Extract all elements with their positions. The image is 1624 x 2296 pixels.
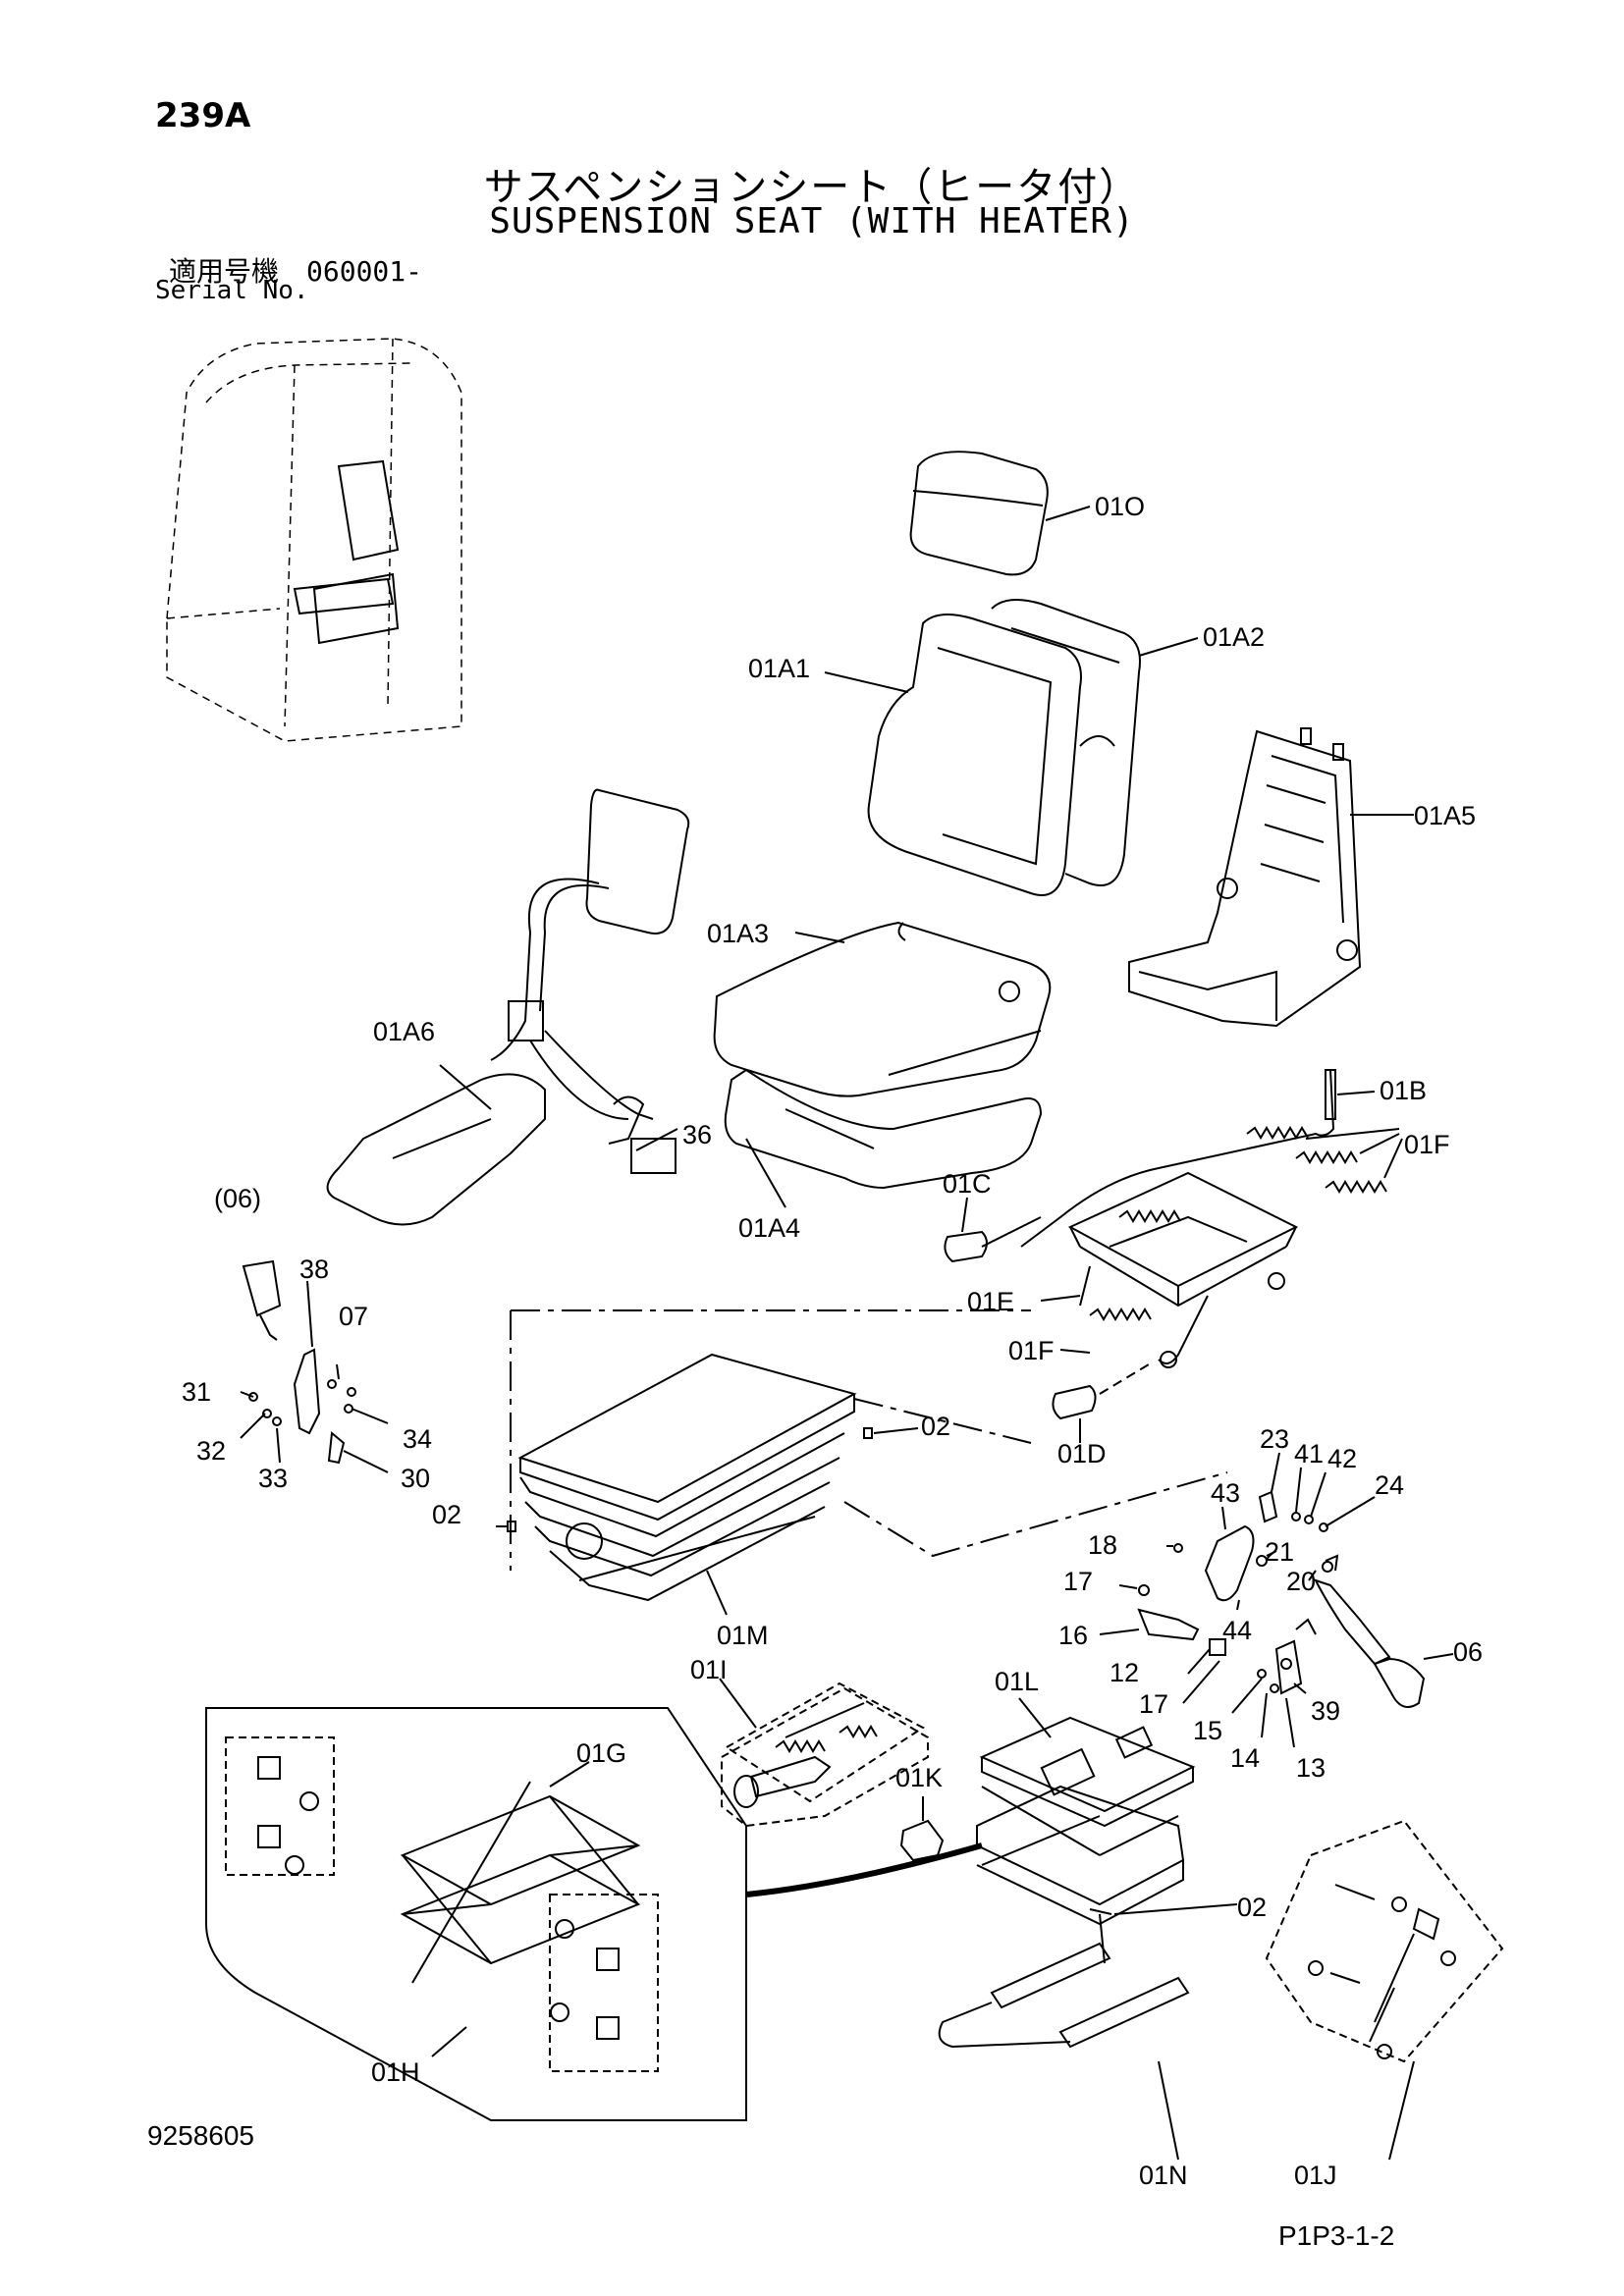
- seat-frame: [1128, 727, 1362, 1028]
- callout-34: 34: [403, 1424, 432, 1454]
- bracket-01K: [899, 1819, 945, 1862]
- callout-18: 18: [1088, 1530, 1117, 1560]
- detail-panel: [205, 1707, 747, 2121]
- callout-01F-upper: 01F: [1404, 1130, 1450, 1159]
- callout-01O: 01O: [1095, 492, 1145, 521]
- gas-spring-01J: [1265, 1819, 1504, 2063]
- callout-01A3: 01A3: [707, 919, 769, 948]
- callout-01F-lower: 01F: [1008, 1336, 1055, 1365]
- callout-13: 13: [1296, 1753, 1326, 1783]
- stay-plate-16: [1137, 1584, 1200, 1641]
- callout-01A1: 01A1: [748, 654, 810, 683]
- lever-handle-01C: [944, 1216, 1042, 1263]
- title-japanese: サスペンションシート（ヒータ付）: [483, 165, 1141, 210]
- slide-rail-frame: [1067, 1171, 1299, 1368]
- seat-cushion-top: [713, 921, 1052, 1097]
- callout-42: 42: [1327, 1444, 1357, 1473]
- callout-01N: 01N: [1139, 2161, 1188, 2190]
- callout-01B: 01B: [1380, 1076, 1427, 1105]
- callout-01D: 01D: [1057, 1439, 1107, 1468]
- callout-06: 06: [1453, 1637, 1483, 1667]
- belt-bracket-38: [293, 1348, 321, 1435]
- callout-labels: 01O 01A1 01A2 01A5 01A3 01A6 01B 36 01F …: [182, 492, 1483, 2190]
- backrest-cushion-rear: [991, 599, 1141, 886]
- callout-12: 12: [1110, 1658, 1139, 1687]
- callout-01M: 01M: [717, 1621, 769, 1650]
- callout-15: 15: [1193, 1716, 1222, 1745]
- seat-heater-pad: [326, 788, 690, 1226]
- backrest-cushion-front: [867, 614, 1082, 896]
- callout-01L: 01L: [995, 1667, 1039, 1696]
- callout-01C: 01C: [943, 1169, 992, 1199]
- seat-cushion-base: [724, 1068, 1043, 1190]
- callout-02-lower: 02: [1237, 1893, 1267, 1922]
- callout-21: 21: [1265, 1537, 1294, 1567]
- cab-location-thumbnail: [166, 338, 462, 742]
- seat-belt-buckle: [242, 1259, 282, 1341]
- small-fasteners-left: [248, 1379, 356, 1465]
- lever-bracket-43: [1204, 1524, 1255, 1602]
- callout-01J: 01J: [1294, 2161, 1337, 2190]
- callout-02-left: 02: [432, 1500, 461, 1529]
- callout-23: 23: [1260, 1424, 1289, 1454]
- callout-01A2: 01A2: [1203, 622, 1265, 652]
- serial-label-japanese: 適用号機 060001-: [169, 255, 423, 288]
- callout-33: 33: [258, 1464, 288, 1493]
- callout-01E: 01E: [967, 1287, 1014, 1316]
- callout-43: 43: [1211, 1478, 1240, 1508]
- callout-44: 44: [1222, 1616, 1252, 1645]
- headrest: [909, 451, 1049, 576]
- callout-24: 24: [1375, 1470, 1404, 1500]
- callout-01K: 01K: [895, 1763, 943, 1792]
- cable-01N: [938, 1908, 1190, 2049]
- callout-01G: 01G: [576, 1738, 626, 1768]
- callout-32: 32: [196, 1436, 226, 1466]
- cab-seat-thumbnail: [293, 459, 400, 645]
- callout-20: 20: [1286, 1567, 1316, 1596]
- callout-31: 31: [182, 1377, 211, 1407]
- adjuster-rod: [1020, 1069, 1336, 1248]
- callout-16: 16: [1058, 1621, 1088, 1650]
- page-number: 239A: [155, 96, 251, 135]
- callout-14: 14: [1230, 1743, 1260, 1773]
- kit-01I: [721, 1682, 929, 1828]
- callout-07: 07: [339, 1302, 368, 1331]
- springs-01F: [1089, 1126, 1387, 1321]
- callout-01H: 01H: [371, 2057, 420, 2087]
- callout-38: 38: [299, 1255, 329, 1284]
- lever-23-parts: [1258, 1490, 1339, 1572]
- belt-anchor-39: [1274, 1618, 1317, 1695]
- callout-17-upper: 17: [1063, 1567, 1093, 1596]
- callout-06-parenthesized: (06): [214, 1184, 261, 1213]
- callout-01I: 01I: [690, 1655, 728, 1684]
- callout-30: 30: [401, 1464, 430, 1493]
- reference-code: P1P3-1-2: [1278, 2220, 1395, 2251]
- callout-39: 39: [1311, 1696, 1340, 1726]
- title-english: SUSPENSION SEAT (WITH HEATER): [489, 201, 1135, 241]
- lever-handle-01D: [1052, 1384, 1097, 1420]
- document-number: 9258605: [147, 2120, 255, 2151]
- callout-02-upper: 02: [921, 1412, 950, 1441]
- callout-01A4: 01A4: [738, 1213, 800, 1243]
- callout-41: 41: [1294, 1439, 1324, 1468]
- serial-label-english: Serial No.: [155, 276, 309, 305]
- small-parts-12-17: [1209, 1638, 1267, 1679]
- scissor-mechanism: [976, 1716, 1196, 1926]
- callout-17-lower: 17: [1139, 1689, 1168, 1719]
- callout-01A6: 01A6: [373, 1017, 435, 1046]
- suspension-assembly: [517, 1353, 857, 1602]
- callout-36: 36: [682, 1120, 712, 1149]
- seat-belt-06: [1314, 1561, 1426, 1708]
- callout-01A5: 01A5: [1414, 801, 1476, 830]
